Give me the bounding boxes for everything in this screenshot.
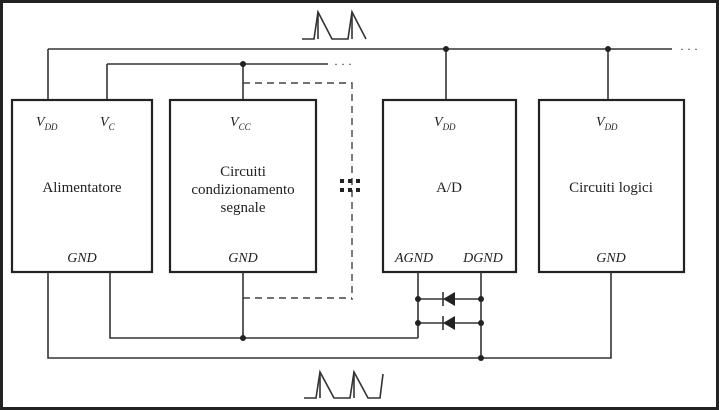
top-continuation: · · · [680, 42, 698, 56]
svg-text:GND: GND [228, 251, 258, 266]
block-power-gnd: GND [67, 251, 97, 266]
shield-dashed-top [243, 82, 353, 300]
svg-text:GND: GND [596, 251, 626, 266]
block-adc: VDD A/D AGND DGND [381, 98, 518, 274]
block-power-label: Alimentatore [42, 180, 121, 196]
svg-text:condizionamento: condizionamento [191, 182, 294, 198]
pulse-train-icon [302, 9, 367, 40]
power-ground-wire [109, 272, 243, 339]
svg-text:Circuiti logici: Circuiti logici [569, 180, 653, 196]
junction-dot [605, 46, 611, 52]
diode-icon [415, 292, 484, 330]
svg-text:AGND: AGND [394, 251, 433, 266]
more-dots-icon [340, 179, 360, 192]
svg-text:VCC: VCC [230, 115, 252, 132]
svg-text:DGND: DGND [462, 251, 503, 266]
svg-text:VDD: VDD [596, 115, 618, 132]
svg-text:VDD: VDD [434, 115, 456, 132]
junction-dot [240, 61, 246, 67]
pulse-train-icon [304, 369, 384, 399]
svg-text:VC: VC [100, 115, 116, 132]
svg-text:A/D: A/D [436, 180, 462, 196]
svg-text:segnale: segnale [221, 200, 266, 216]
junction-dot [443, 46, 449, 52]
block-signal-conditioning: VCC Circuiti condizionamento segnale GND [168, 98, 318, 274]
svg-text:VDD: VDD [36, 115, 58, 132]
block-logic-circuits: VDD Circuiti logici GND [537, 98, 686, 274]
svg-text:Circuiti: Circuiti [220, 164, 266, 180]
digital-ground-rail [47, 272, 612, 359]
block-power-supply: VDD VC Alimentatore GND [10, 98, 154, 274]
upper-continuation: · · · [334, 57, 352, 71]
